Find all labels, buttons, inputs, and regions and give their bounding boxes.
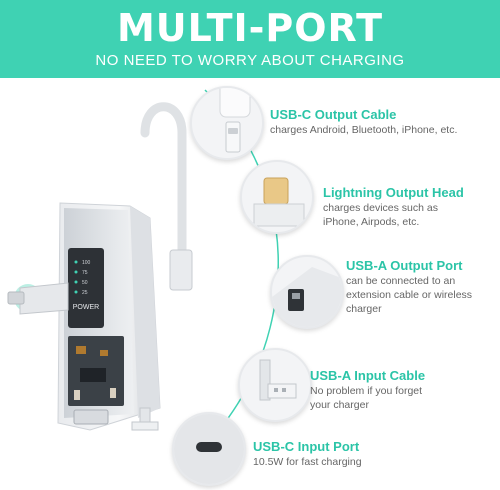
power-bank-illustration: 100 75 50 25 POWER — [7, 102, 193, 431]
usb-a-port — [73, 409, 109, 425]
feature-usb-a-input-cable: USB-A Input Cable No problem if you forg… — [310, 368, 425, 412]
feature-usb-c-input-port: USB-C Input Port 10.5W for fast charging — [253, 439, 362, 469]
feature-desc: extension cable or wireless — [346, 289, 473, 301]
feature-title: USB-A Input Cable — [310, 368, 426, 383]
feature-title: USB-A Output Port — [346, 258, 463, 273]
feature-title: USB-C Output Cable — [270, 107, 397, 122]
usb-a-input-cable-thumb — [238, 348, 312, 422]
feature-desc: 10.5W for fast charging — [253, 456, 362, 468]
feature-usb-a-output-port: USB-A Output Port can be connected to an… — [346, 258, 472, 316]
usb-a-input-cable — [131, 421, 159, 431]
battery-level-50: 50 — [82, 280, 88, 286]
feature-desc: iPhone, Airpods, etc. — [323, 216, 420, 228]
feature-desc: your charger — [310, 399, 369, 411]
feature-desc: charges devices such as — [323, 202, 438, 214]
usb-c-output-cable-thumb — [190, 86, 264, 160]
feature-lightning-output-head: Lightning Output Head charges devices su… — [323, 185, 464, 229]
feature-usb-c-output-cable: USB-C Output Cable charges Android, Blue… — [270, 107, 457, 137]
usb-c-output-plug — [169, 249, 193, 291]
feature-title: Lightning Output Head — [323, 185, 464, 200]
usb-a-output-port-thumb — [270, 255, 344, 329]
lightning-output-head-thumb — [240, 160, 314, 234]
feature-desc: No problem if you forget — [310, 385, 423, 397]
power-label: POWER — [73, 304, 99, 311]
battery-level-75: 75 — [82, 270, 88, 276]
usb-c-input-port-thumb — [172, 412, 246, 486]
lightning-output-head — [19, 282, 69, 315]
feature-desc: charges Android, Bluetooth, iPhone, etc. — [270, 124, 458, 136]
power-display — [68, 248, 104, 328]
feature-title: USB-C Input Port — [253, 439, 360, 454]
banner-subtitle: NO NEED TO WORRY ABOUT CHARGING — [95, 52, 405, 69]
header-banner: MULTI-PORT NO NEED TO WORRY ABOUT CHARGI… — [0, 0, 500, 78]
battery-level-100: 100 — [82, 260, 91, 266]
feature-desc: can be connected to an — [346, 275, 456, 287]
feature-desc: charger — [346, 303, 382, 315]
banner-title: MULTI-PORT — [116, 6, 384, 50]
usb-c-output-cable — [140, 102, 187, 273]
battery-level-25: 25 — [82, 290, 88, 296]
